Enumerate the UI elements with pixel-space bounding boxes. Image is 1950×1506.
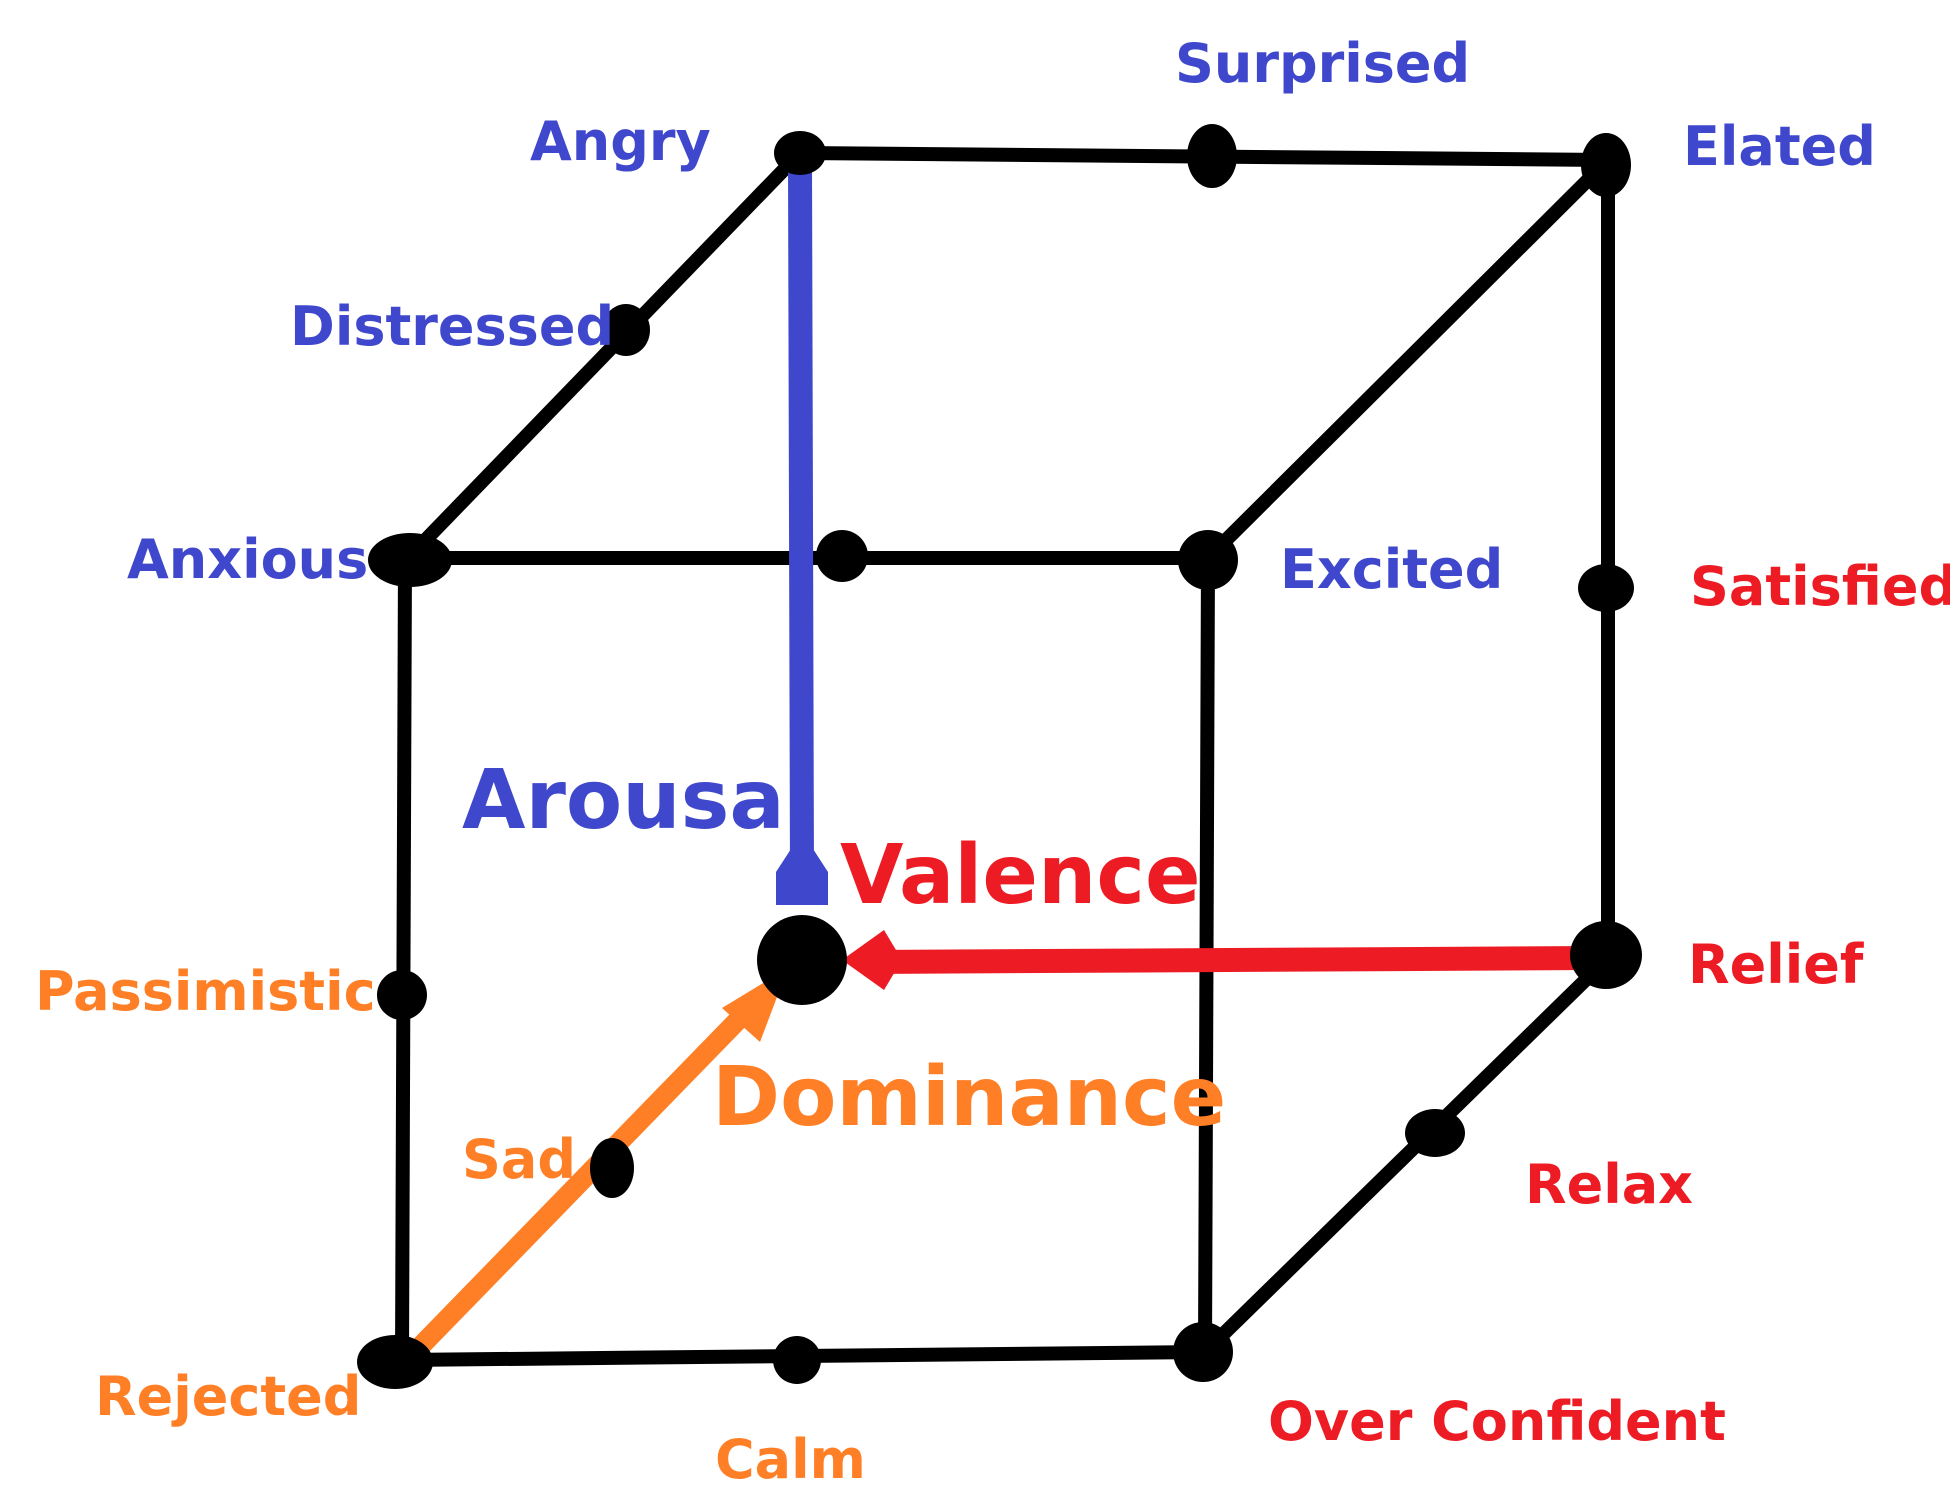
node-surprised [1187,124,1237,188]
node-rejected [357,1335,433,1389]
node-anxious [368,533,452,587]
label-over-confident: Over Confident [1268,1390,1726,1453]
node-angry [774,131,826,175]
node-origin [757,915,847,1005]
axis-labels: Arousal Valence Dominance [462,753,1226,1145]
dominance-label: Dominance [712,1050,1226,1145]
axes [404,159,1595,1362]
label-distressed: Distressed [290,295,614,358]
node-calm [773,1336,821,1384]
arousal-label: Arousal [462,753,813,848]
valence-arrowhead [842,930,902,990]
label-angry: Angry [530,110,711,173]
arousal-arrowhead [776,832,828,905]
node-relax [1405,1109,1465,1157]
node-relief [1570,921,1642,989]
edge-anxious-rejected [395,551,412,1367]
label-passimistic: Passimistic [35,960,376,1023]
label-sad: Sad [462,1128,576,1191]
dominance-axis-line [404,1011,748,1362]
label-anxious: Anxious [127,528,368,591]
node-arousal-mid [816,530,868,582]
label-excited: Excited [1280,538,1503,601]
edge-relief-overconfident [1198,951,1615,1359]
node-distressed [602,304,650,356]
emotion-labels: Angry Surprised Elated Distressed Anxiou… [35,32,1950,1491]
nodes [357,124,1642,1389]
label-relief: Relief [1688,933,1864,996]
node-sad [590,1138,634,1198]
valence-label: Valence [840,828,1201,923]
arousal-axis-line [788,159,814,881]
node-satisfied [1578,564,1634,612]
node-elated [1581,133,1631,197]
valence-axis-line [861,946,1595,974]
edge-angry-anxious [401,146,807,565]
label-elated: Elated [1683,115,1876,178]
node-passimistic [377,970,427,1020]
label-rejected: Rejected [95,1365,361,1428]
node-excited [1178,530,1238,590]
label-surprised: Surprised [1175,32,1470,95]
node-over-confident [1173,1322,1233,1382]
label-calm: Calm [715,1428,866,1491]
edge-elated-excited [1201,153,1615,565]
label-relax: Relax [1525,1153,1693,1216]
label-satisfied: Satisfied [1690,555,1950,618]
